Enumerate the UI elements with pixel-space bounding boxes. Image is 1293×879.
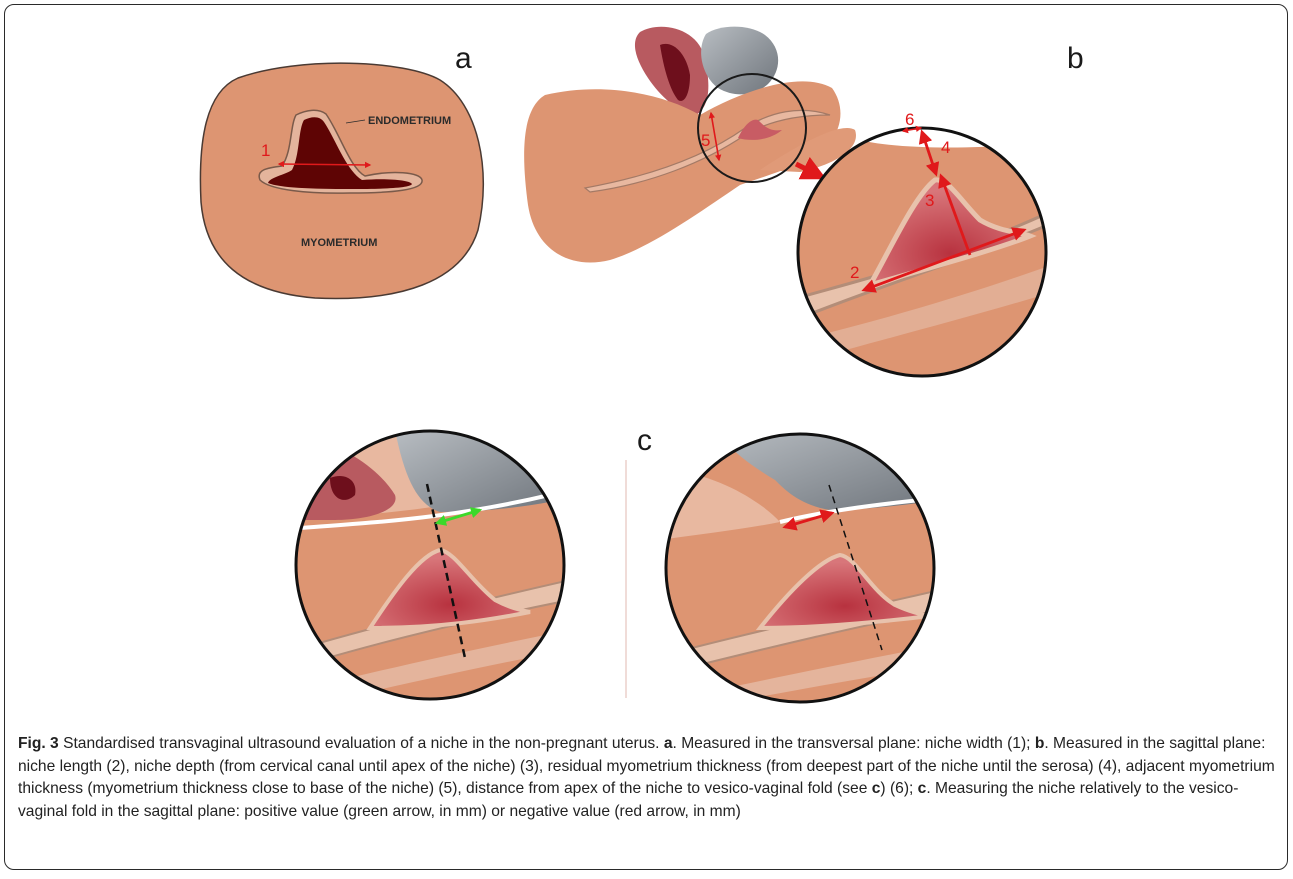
bladder-shape bbox=[701, 27, 778, 95]
width-arrow-1 bbox=[279, 164, 370, 165]
label-3: 3 bbox=[925, 191, 934, 210]
label-1: 1 bbox=[261, 141, 270, 160]
myometrium-label: MYOMETRIUM bbox=[301, 237, 377, 249]
figure-illustration: 1 ENDOMETRIUM MYOMETRIUM 5 bbox=[0, 0, 1293, 730]
caption-text-4: ) (6); bbox=[880, 780, 917, 797]
panel-a-letter: a bbox=[455, 42, 472, 76]
uterus-sagittal-body bbox=[524, 81, 840, 262]
caption-fig-label: Fig. 3 bbox=[18, 735, 59, 752]
figure-caption: Fig. 3 Standardised transvaginal ultraso… bbox=[18, 733, 1276, 823]
label-6: 6 bbox=[905, 110, 914, 129]
caption-panel-b: b bbox=[1035, 735, 1045, 752]
caption-text-2: . Measured in the transversal plane: nic… bbox=[673, 735, 1035, 752]
caption-panel-a: a bbox=[664, 735, 673, 752]
panel-c-letter: c bbox=[637, 424, 652, 458]
label-4: 4 bbox=[941, 138, 950, 157]
panel-c-right-zoom bbox=[660, 430, 940, 712]
panel-c-left-zoom bbox=[290, 425, 570, 705]
endometrium-label: ENDOMETRIUM bbox=[368, 115, 451, 127]
panel-a-transversal-section: 1 ENDOMETRIUM MYOMETRIUM bbox=[200, 63, 483, 298]
panel-b-letter: b bbox=[1067, 42, 1084, 76]
caption-text-1: Standardised transvaginal ultrasound eva… bbox=[59, 735, 664, 752]
label-2: 2 bbox=[850, 263, 859, 282]
